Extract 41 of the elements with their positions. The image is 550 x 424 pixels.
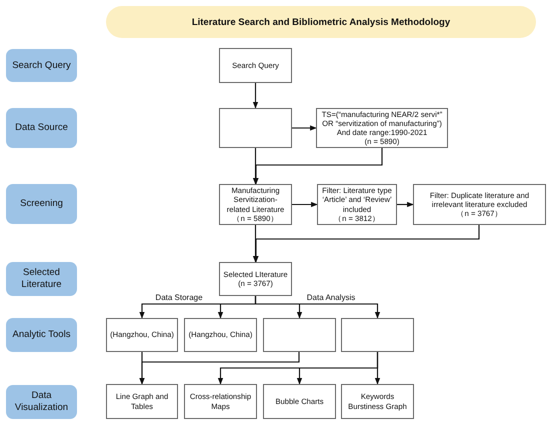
stage-label — [6, 49, 77, 82]
process-box — [263, 384, 336, 419]
stage-label — [6, 262, 77, 296]
arrow — [292, 202, 318, 208]
stage-text: Selected Literature — [20, 267, 63, 291]
process-box — [184, 318, 257, 352]
process-box — [106, 318, 178, 352]
stage-text: Data Source — [15, 122, 68, 134]
arrow — [252, 148, 258, 185]
arrow — [139, 352, 300, 385]
stage-label — [6, 108, 77, 148]
arrow — [254, 296, 380, 319]
branch-label: Data Storage — [155, 293, 203, 302]
stage-text: Search Query — [12, 60, 71, 72]
arrow — [252, 83, 258, 109]
process-box — [341, 384, 414, 419]
process-box — [106, 384, 178, 419]
empty-process-box — [263, 318, 336, 352]
stage-label — [6, 318, 77, 352]
branch-label: Data Analysis — [306, 293, 356, 302]
stage-text: Analytic Tools — [12, 329, 70, 341]
empty-process-box — [219, 108, 292, 148]
process-box — [184, 384, 257, 419]
arrow — [292, 125, 317, 131]
process-box — [317, 184, 397, 225]
stage-label — [6, 385, 77, 419]
process-box — [219, 184, 292, 225]
stage-label — [6, 184, 77, 224]
arrow — [374, 352, 380, 385]
process-box — [219, 262, 292, 296]
process-box — [316, 108, 448, 148]
arrow — [253, 148, 383, 185]
arrow — [252, 225, 258, 263]
title-banner: Literature Search and Bibliometric Analysis Methodology — [106, 6, 536, 38]
stage-text: Screening — [20, 198, 63, 210]
empty-process-box — [341, 318, 414, 352]
process-box — [413, 184, 546, 225]
arrow — [253, 225, 480, 263]
stage-text: Data Visualization — [14, 390, 70, 414]
arrow — [397, 202, 414, 208]
process-box — [219, 48, 292, 83]
